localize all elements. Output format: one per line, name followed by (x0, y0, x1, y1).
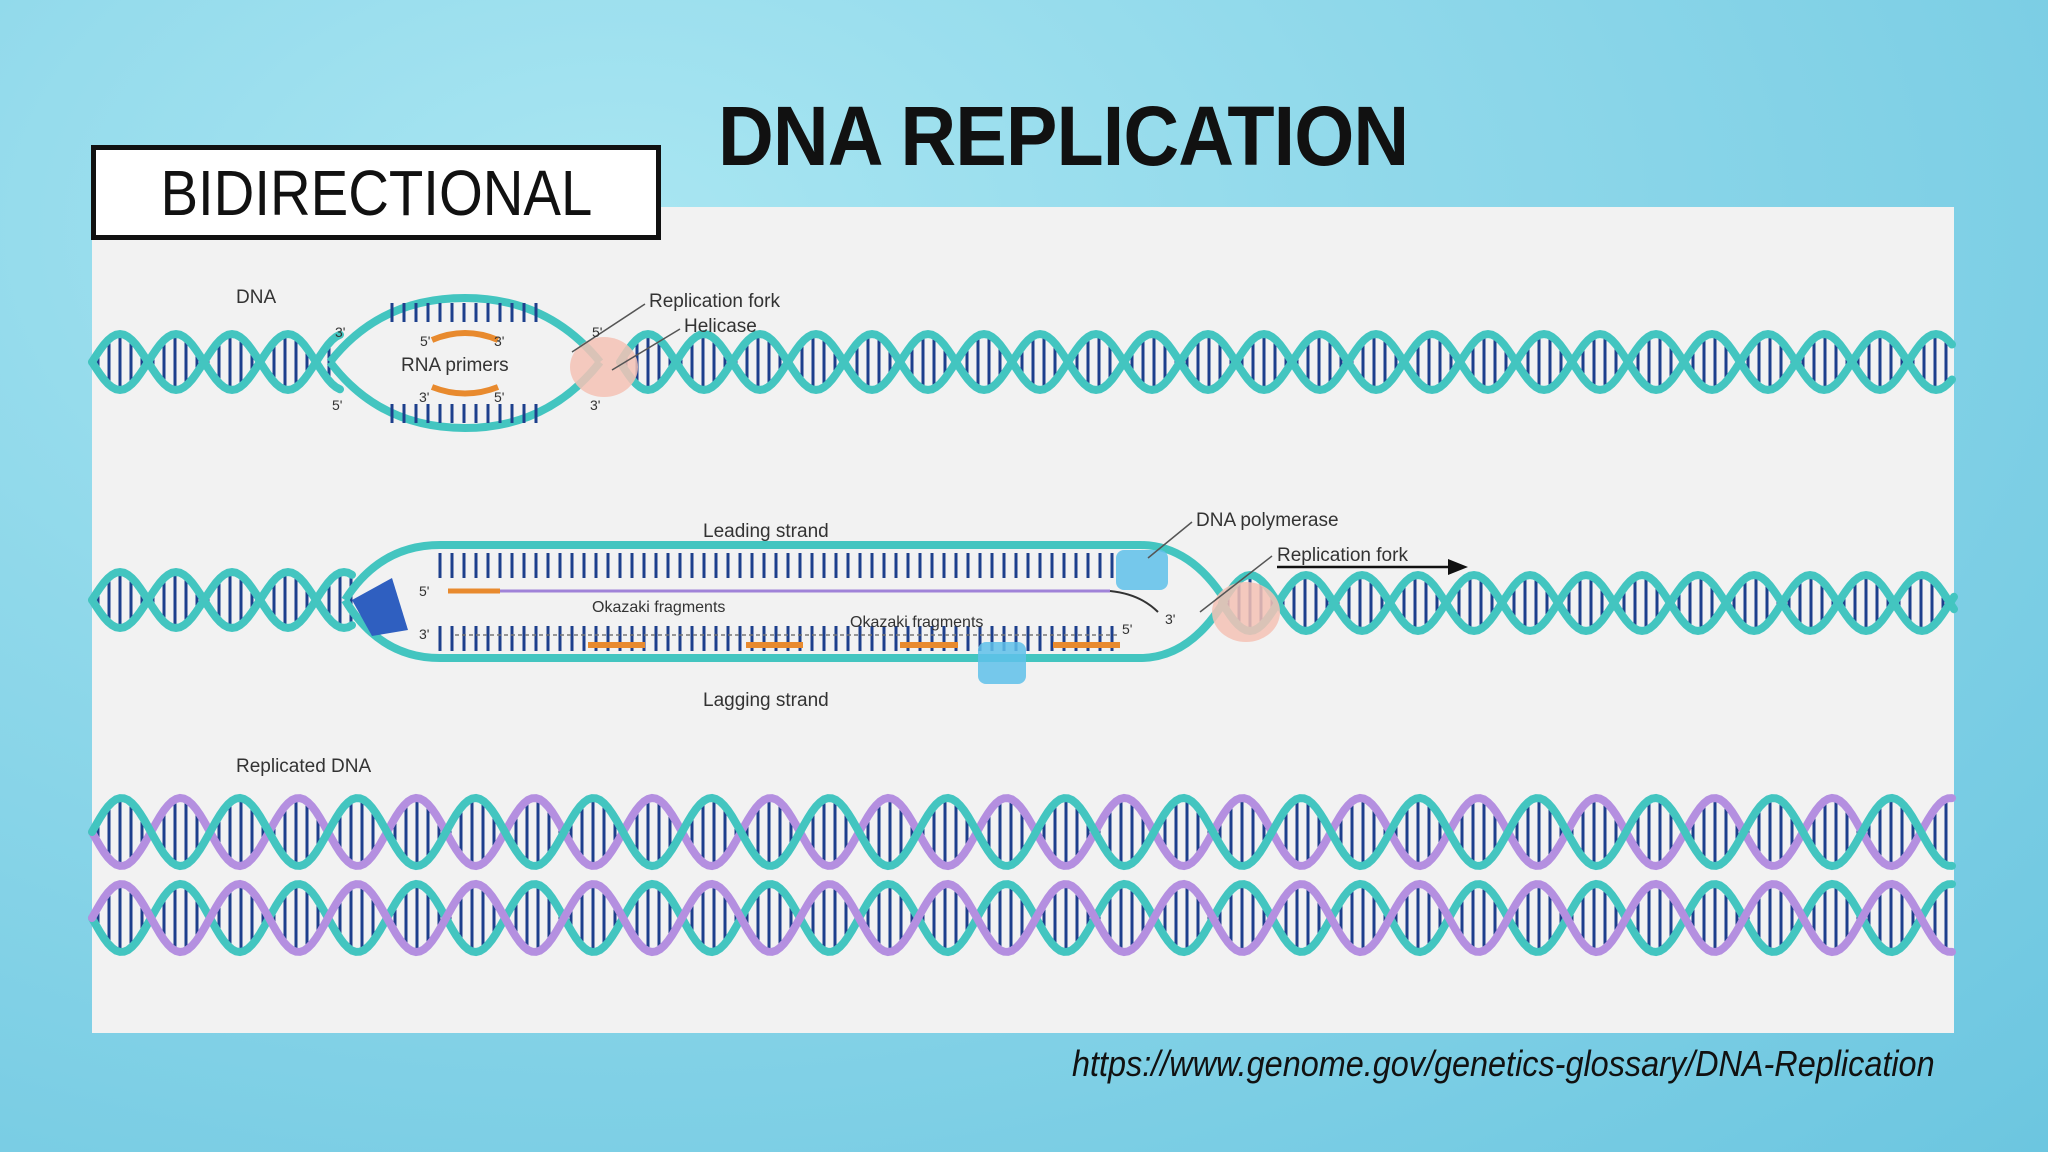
strand-a (88, 567, 356, 633)
strand-b (88, 567, 356, 633)
source-url[interactable]: https://www.genome.gov/genetics-glossary… (1072, 1043, 1935, 1084)
dna-polymerase-label: DNA polymerase (1196, 510, 1339, 531)
end-label: 5' (494, 389, 504, 405)
rna-primers-label: RNA primers (401, 355, 509, 376)
helicase-fork-shape (1212, 582, 1280, 642)
arrow-head (1448, 559, 1468, 575)
dna-polymerase-top (1116, 550, 1168, 590)
bidirectional-text: BIDIRECTIONAL (160, 156, 592, 229)
replicated-helix-2 (88, 879, 1956, 957)
bubble-top-strand (326, 293, 604, 365)
replication-fork-label-top: Replication fork (649, 291, 780, 312)
leading-strand-label: Leading strand (703, 521, 829, 542)
helicase-shape (570, 337, 638, 397)
leading-arrow (1109, 590, 1159, 613)
end-label: 5' (592, 324, 602, 340)
helix-layer (88, 293, 1958, 957)
strand-a (1218, 570, 1958, 636)
strand-b (88, 329, 344, 395)
fork-leader-line (571, 303, 646, 353)
end-label: 3' (419, 626, 429, 642)
okazaki-label-right: Okazaki fragments (850, 614, 983, 631)
strand-b (88, 793, 1956, 871)
bubble-bottom-strand (326, 359, 604, 433)
strand-a (88, 793, 1956, 871)
dna-polymerase-bottom (978, 642, 1026, 684)
helix-left-row1 (88, 329, 344, 395)
replication-fork-label: Replication fork (1277, 545, 1408, 566)
pentagon-marker (352, 578, 408, 636)
strand-b (616, 329, 1956, 395)
strand-a (88, 879, 1956, 957)
end-label: 5' (332, 397, 342, 413)
helicase-label: Helicase (684, 316, 757, 337)
slide-title: DNA REPLICATION (718, 89, 1409, 183)
bidirectional-tag: BIDIRECTIONAL (91, 145, 661, 240)
end-label: 3' (494, 333, 504, 349)
strand-b (1218, 570, 1958, 636)
end-label: 3' (1165, 611, 1175, 627)
dna-label: DNA (236, 287, 276, 308)
helix-right-row1 (616, 329, 1956, 395)
end-label: 3' (590, 397, 600, 413)
end-label: 5' (420, 333, 430, 349)
okazaki-label-left: Okazaki fragments (592, 599, 725, 616)
replicated-helix-1 (88, 793, 1956, 871)
end-label: 5' (1122, 621, 1132, 637)
polymerase-leader-line (1147, 521, 1193, 559)
strand-b (88, 879, 1956, 957)
helicase-leader-line (611, 328, 681, 371)
fork-leader-line-2 (1199, 555, 1273, 613)
lagging-strand-label: Lagging strand (703, 690, 829, 711)
end-label: 5' (419, 583, 429, 599)
replicated-dna-label: Replicated DNA (236, 756, 371, 777)
rna-primer-top (430, 330, 500, 343)
fork-top-strand (341, 541, 1229, 603)
rna-primer-bottom (430, 384, 500, 397)
helix-left-row2 (88, 567, 356, 633)
helix-right-row2 (1218, 570, 1958, 636)
end-label: 3' (335, 324, 345, 340)
strand-a (88, 329, 344, 395)
end-label: 3' (419, 389, 429, 405)
